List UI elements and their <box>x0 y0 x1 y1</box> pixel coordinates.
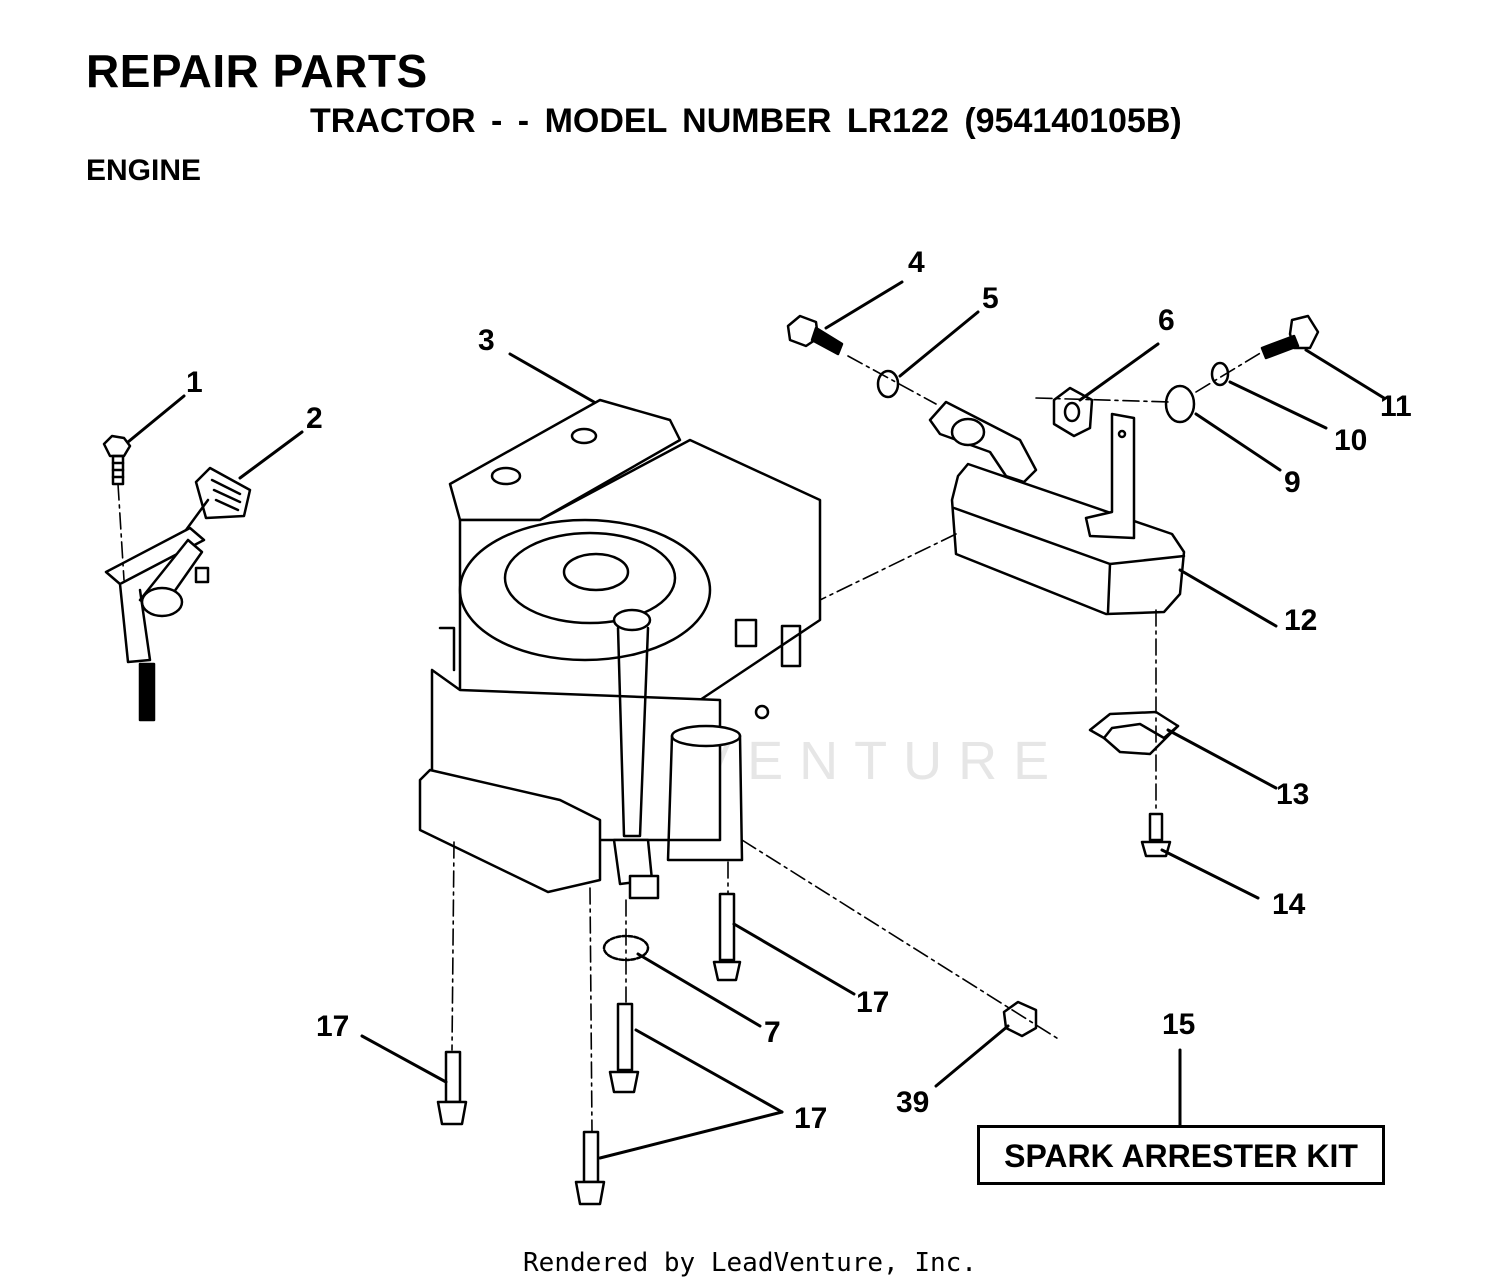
dipstick-tube[interactable] <box>612 608 660 900</box>
page-title: REPAIR PARTS <box>86 45 428 97</box>
callout-14: 14 <box>1272 888 1306 921</box>
spark-arrester-kit-label: SPARK ARRESTER KIT <box>977 1125 1385 1185</box>
callout-10: 10 <box>1334 424 1367 457</box>
callout-17: 17 <box>794 1102 827 1135</box>
part-17-bolt[interactable] <box>608 1002 640 1094</box>
part-17-bolt[interactable] <box>436 1050 468 1126</box>
callout-1: 1 <box>186 366 203 399</box>
callout-13: 13 <box>1276 778 1309 811</box>
callout-2: 2 <box>306 402 323 435</box>
callout-15: 15 <box>1162 1008 1195 1041</box>
part-11-bolt[interactable] <box>1260 314 1320 360</box>
callout-5: 5 <box>982 282 999 315</box>
part-9-washer[interactable] <box>1164 384 1196 424</box>
part-2-control-bracket[interactable] <box>104 466 252 722</box>
part-14-screw[interactable] <box>1140 812 1172 858</box>
part-39-nut[interactable] <box>1002 1000 1038 1038</box>
callout-9: 9 <box>1284 466 1301 499</box>
part-17-bolt[interactable] <box>574 1130 606 1206</box>
oil-filter[interactable] <box>666 724 744 862</box>
footer-credit: Rendered by LeadVenture, Inc. <box>523 1248 977 1278</box>
part-17-bolt[interactable] <box>712 892 742 982</box>
part-13-screen[interactable] <box>1088 710 1180 756</box>
model-subtitle: TRACTOR - - MODEL NUMBER LR122 (95414010… <box>310 102 1182 140</box>
part-12-muffler[interactable] <box>950 412 1186 616</box>
part-5-lock-washer[interactable] <box>876 369 900 399</box>
callout-12: 12 <box>1284 604 1317 637</box>
callout-11: 11 <box>1380 390 1412 423</box>
callout-17: 17 <box>856 986 889 1019</box>
callout-17: 17 <box>316 1010 349 1043</box>
part-4-bolt[interactable] <box>786 314 844 356</box>
part-1-bolt[interactable] <box>102 434 132 486</box>
callout-39: 39 <box>896 1086 929 1119</box>
callout-3: 3 <box>478 324 495 357</box>
callout-7: 7 <box>764 1016 781 1049</box>
section-heading: ENGINE <box>86 154 202 187</box>
callout-4: 4 <box>908 246 925 279</box>
callout-6: 6 <box>1158 304 1175 337</box>
part-3-engine[interactable] <box>418 398 822 894</box>
